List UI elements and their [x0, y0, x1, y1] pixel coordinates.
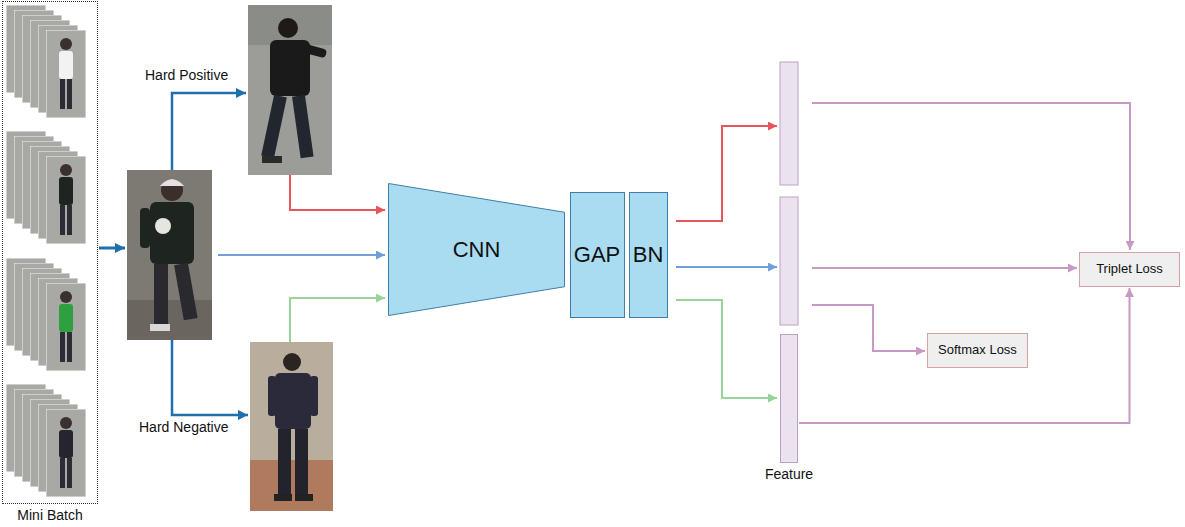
sample-label: Hard Positive	[145, 67, 228, 83]
sample-label: Hard Negative	[139, 419, 229, 435]
person-image	[46, 283, 86, 371]
loss-arrow	[812, 267, 1077, 269]
bn-box: BN	[629, 192, 668, 318]
image-stack	[6, 5, 86, 118]
sampling-arrow	[172, 93, 246, 170]
loss-box: Triplet Loss	[1079, 252, 1180, 287]
person-image	[46, 30, 86, 118]
loss-arrow	[812, 103, 1130, 250]
box-label: Triplet Loss	[1096, 262, 1163, 277]
input-arrow	[290, 175, 385, 210]
output-arrow	[676, 300, 777, 398]
image-stack	[6, 258, 86, 371]
loss-connector	[799, 288, 1130, 423]
image-stack	[6, 384, 86, 497]
input-arrow	[290, 298, 385, 342]
output-arrow	[676, 266, 777, 268]
cnn-trapezoid: CNN	[388, 183, 565, 316]
image-stack	[6, 131, 86, 244]
batch-arrow	[99, 247, 125, 250]
negative-image	[250, 342, 333, 511]
sampling-arrow	[172, 340, 248, 415]
person-image	[46, 409, 86, 497]
mini-batch-box: Mini Batch	[2, 1, 98, 504]
box-label: GAP	[574, 242, 620, 267]
feature-bar: Feature	[780, 334, 798, 463]
output-arrow	[676, 126, 777, 221]
anchor-image	[127, 170, 212, 340]
input-arrow	[218, 254, 385, 256]
loss-arrow	[812, 305, 925, 351]
caption-label: Mini Batch	[17, 507, 82, 523]
box-label: Softmax Loss	[938, 343, 1017, 358]
box-label: CNN	[453, 237, 501, 262]
caption-label: Feature	[765, 466, 813, 482]
loss-box: Softmax Loss	[927, 333, 1028, 368]
feature-bar	[780, 197, 798, 325]
box-label: BN	[633, 242, 664, 267]
gap-box: GAP	[570, 192, 625, 318]
positive-image	[248, 5, 332, 175]
feature-bar	[780, 62, 798, 185]
person-image	[46, 156, 86, 244]
cnn-outline	[389, 184, 565, 316]
